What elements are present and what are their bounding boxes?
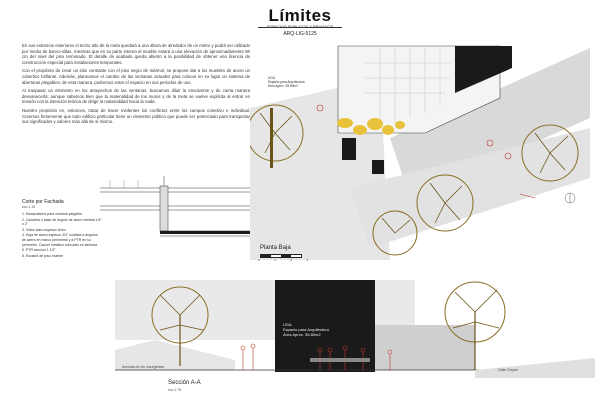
scale-number: 1	[274, 258, 276, 262]
page-subtitle: ESPACIOS PÚBLICOS Y PRIVADOS	[266, 24, 334, 29]
scale-bar	[260, 254, 302, 258]
corte-scale: esc 1:15	[22, 205, 36, 209]
scale-number: 2	[290, 258, 292, 262]
legend-item: 6. Escalón de piso mueble	[22, 253, 64, 258]
street-label-left: Avenida de los Insurgentes	[122, 365, 165, 369]
facade-section-drawing	[100, 176, 260, 237]
section-panel-line: Espacio para Arquitectura	[283, 327, 329, 332]
section-panel-title: UGA	[283, 322, 292, 327]
scale-numbers: 0 1 2 4	[258, 258, 308, 262]
site-plan-drawing	[250, 45, 590, 260]
plan-label: Planta Baja	[260, 245, 291, 251]
legend-item: 5. PTR sección 1 1/2"	[22, 248, 56, 253]
scale-number: 4	[306, 258, 308, 262]
page-title: Límites	[268, 6, 332, 25]
section-label: Sección A-A	[168, 380, 201, 386]
paragraph: Nuestro propósito es, entonces, tratar d…	[22, 107, 250, 125]
title-divider	[258, 27, 342, 28]
plan-note-line: Área Aprox. 35.80m2	[268, 84, 298, 88]
street-label-right: Calle Chopin	[498, 368, 519, 372]
section-scale: esc 1:75	[168, 388, 182, 392]
section-panel-text: UGA Espacio para Arquitectura Área Aprox…	[283, 322, 363, 337]
description-text: En sus extremos exteriores el techo alto…	[22, 43, 250, 128]
corte-title: Corte por Fachada	[22, 199, 64, 205]
section-drawing	[115, 280, 595, 378]
plan-note-title: UGA	[268, 76, 275, 80]
legend-item: 1. Mampostería para ventana plegable	[22, 212, 82, 216]
plan-note: UGA Espacio para Arquitectura Área Aprox…	[268, 76, 328, 88]
plan-note-line: Espacio para Arquitectura	[268, 80, 305, 84]
legend-item: 4. Hoja de acero espesor 3/4" soldada a …	[22, 233, 98, 247]
scale-number: 0	[258, 258, 260, 262]
corte-legend: 1. Mampostería para ventana plegable 2. …	[22, 212, 102, 259]
section-panel-line: Área Aprox. 35.80m2	[283, 332, 321, 337]
legend-item: 2. Canaleta o base de ángulo de acero me…	[22, 217, 102, 227]
legend-item: 3. Vidrio claro espesor 6mm	[22, 227, 66, 232]
paragraph: Al traspasar un elemento en los antepech…	[22, 88, 250, 105]
project-code: ARQ-LIG-5125	[283, 31, 317, 37]
paragraph: En sus extremos exteriores el techo alto…	[22, 43, 250, 65]
paragraph: Con el propósito de crear un sitio contr…	[22, 68, 250, 85]
